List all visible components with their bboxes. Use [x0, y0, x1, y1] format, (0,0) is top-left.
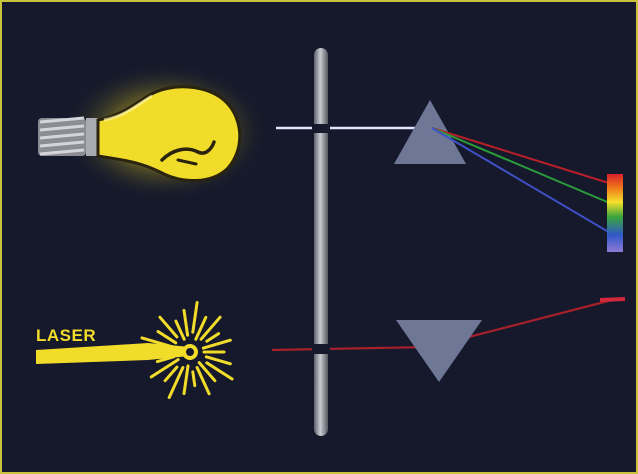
dispersed-rays — [432, 128, 612, 234]
laser-burst-ray — [184, 310, 188, 335]
ray-green — [432, 128, 612, 204]
laser-burst-ray — [206, 357, 230, 364]
spectrum-bar — [607, 174, 623, 252]
laser-burst-ray — [184, 366, 188, 394]
bulb-screw-base — [38, 118, 98, 156]
laser-burst-ray — [193, 372, 195, 386]
laser-burst-ray — [207, 334, 219, 342]
prism-upright — [394, 100, 466, 164]
laser-label: LASER — [36, 326, 96, 345]
laser-spot — [600, 299, 625, 300]
light-bulb-icon — [38, 62, 270, 202]
slit-screen — [312, 48, 330, 436]
ray-blue — [432, 128, 612, 234]
laser-icon: LASER — [36, 303, 232, 398]
laser-burst-ray — [165, 367, 177, 381]
laser-burst-ray — [193, 303, 197, 333]
prism-inverted — [396, 320, 482, 382]
